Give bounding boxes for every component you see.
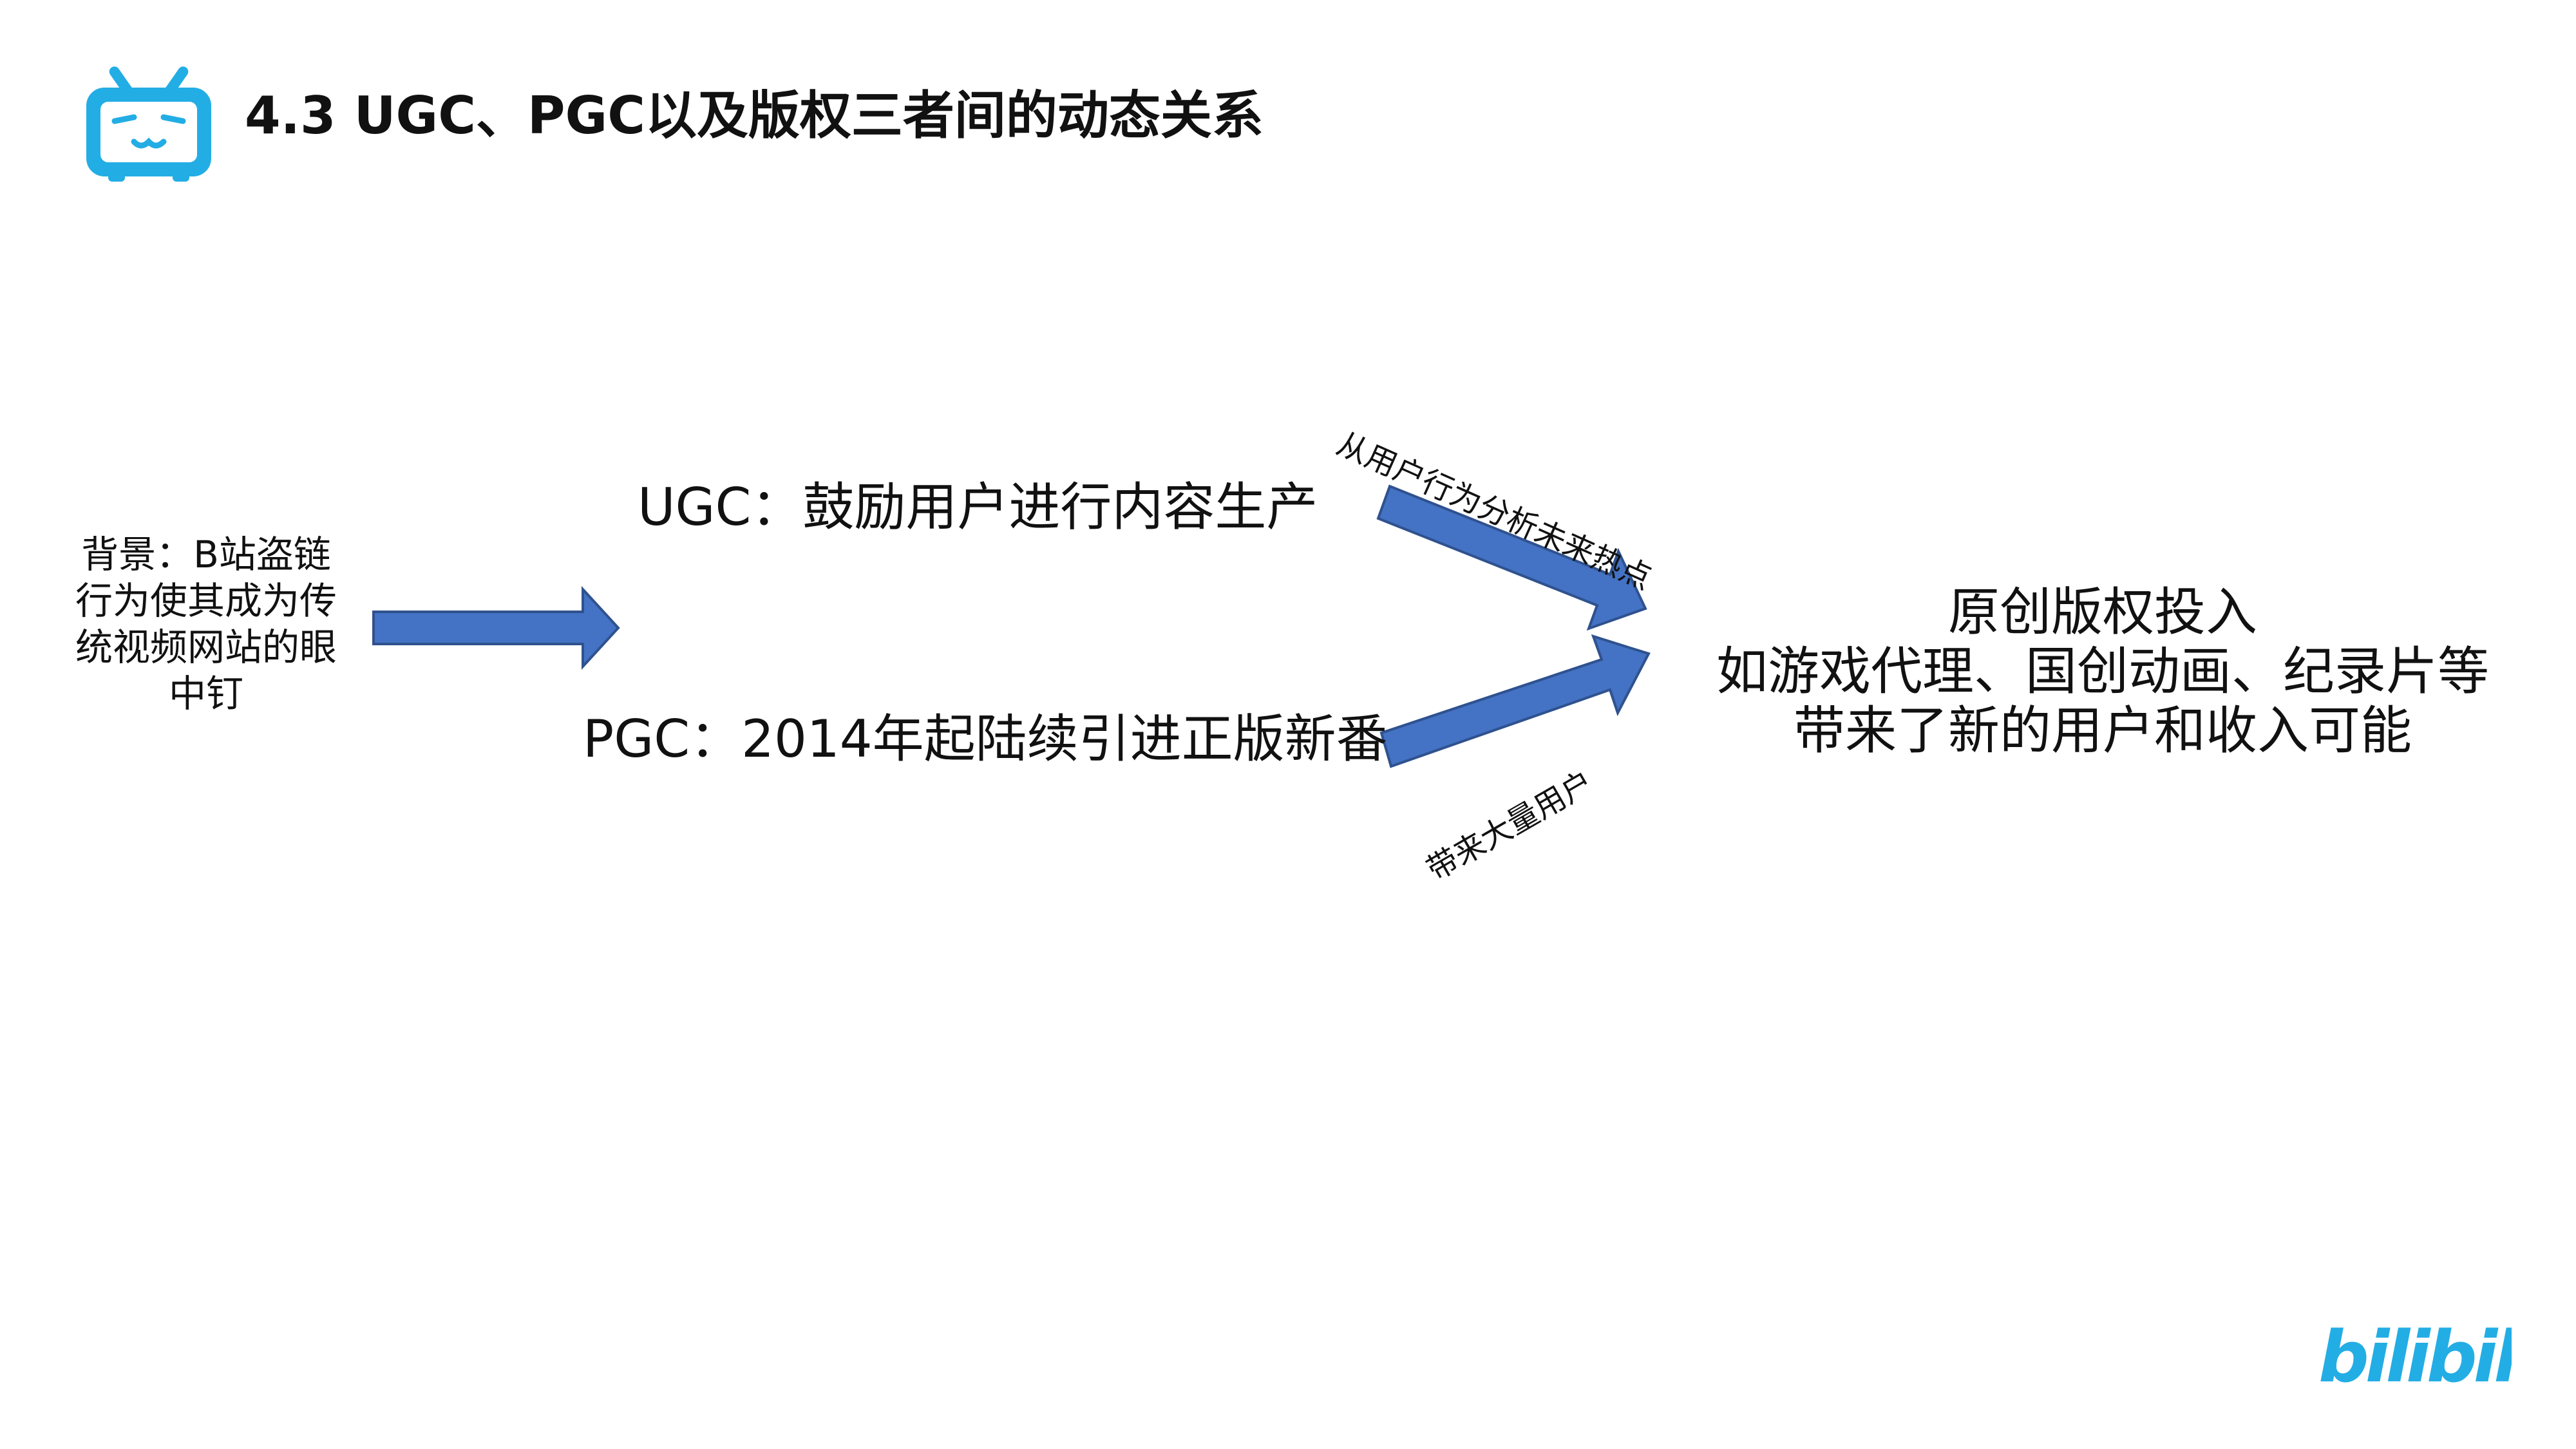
arrow-pgc-to-result bbox=[1379, 634, 1651, 768]
result-line: 带来了新的用户和收入可能 bbox=[1794, 701, 2412, 761]
brand-text: bilibili bbox=[2318, 1316, 2512, 1398]
arrow-label-user-analysis: 从用户行为分析未来热点 bbox=[1331, 425, 1657, 597]
result-line: 如游戏代理、国创动画、纪录片等 bbox=[1716, 641, 2489, 701]
pgc-node: PGC：2014年起陆续引进正版新番 bbox=[583, 709, 1388, 769]
bilibili-tv-icon bbox=[82, 59, 215, 183]
ugc-node: UGC：鼓励用户进行内容生产 bbox=[638, 477, 1318, 537]
result-line: 原创版权投入 bbox=[1948, 582, 2257, 642]
arrow-to-ugc-pgc bbox=[372, 585, 620, 670]
background-note: 背景：B站盗链行为使其成为传统视频网站的眼中钉 bbox=[75, 533, 337, 715]
page-title: 4.3 UGC、PGC以及版权三者间的动态关系 bbox=[245, 86, 1264, 146]
result-node: 原创版权投入 如游戏代理、国创动画、纪录片等 带来了新的用户和收入可能 bbox=[1674, 583, 2531, 761]
arrow-label-more-users: 带来大量用户 bbox=[1421, 764, 1600, 888]
bilibili-brand-logo: bilibili bbox=[2318, 1314, 2543, 1404]
